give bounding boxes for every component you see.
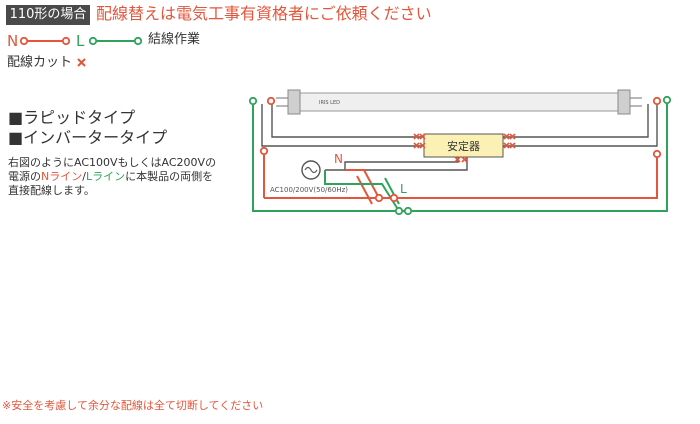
description-line-2: 電源のNライン/Lラインに本製品の両側を [8, 170, 216, 184]
legend-wire-label: 結線作業 [148, 32, 201, 47]
legend-n-letter: N [7, 32, 18, 50]
diagram-l-label: L [400, 182, 407, 196]
led-tube: IRIS LED [276, 89, 642, 115]
legend-l-letter: L [76, 32, 85, 50]
description-suffix: に本製品の両側を [125, 170, 214, 183]
n-connection-nodes [259, 96, 662, 203]
description-line-3: 直接配線します。 [8, 184, 95, 197]
power-source: AC100/200V(50/60Hz) [270, 160, 348, 194]
safety-footer-note: ※安全を考慮して余分な配線は全て切断してください [2, 399, 264, 412]
diagram-n-label: N [334, 152, 343, 166]
electrician-notice: 配線替えは電気工事有資格者にご依頼ください [96, 4, 432, 23]
legend-n-wire: N [7, 32, 71, 50]
description-prefix: 電源の [8, 170, 41, 183]
ballast-label: 安定器 [447, 139, 480, 153]
description-line-1: 右図のようにAC100VもしくはAC200Vの [8, 156, 217, 169]
l-connection-nodes [248, 95, 672, 216]
description-slash: / [82, 170, 86, 183]
n-line-wires [263, 151, 658, 205]
description-n-line: Nライン [41, 170, 83, 183]
tube-brand-label: IRIS LED [319, 100, 340, 106]
type-inverter: ■インバータータイプ [8, 128, 168, 147]
legend-l-wire: L [76, 32, 143, 50]
wiring-description: 右図のようにAC100VもしくはAC200Vの 電源のNライン/Lラインに本製品… [8, 156, 216, 198]
legend-cut-mark-icon [77, 58, 86, 67]
description-l-line: Lライン [85, 170, 126, 183]
size-badge: 110形の場合 [6, 5, 90, 25]
power-label: AC100/200V(50/60Hz) [270, 186, 348, 194]
cut-mark-icons [413, 133, 516, 163]
type-rapid: ■ラピッドタイプ [8, 108, 136, 127]
legend-cut-label: 配線カット [7, 55, 73, 70]
ballast: 安定器 [423, 133, 504, 158]
